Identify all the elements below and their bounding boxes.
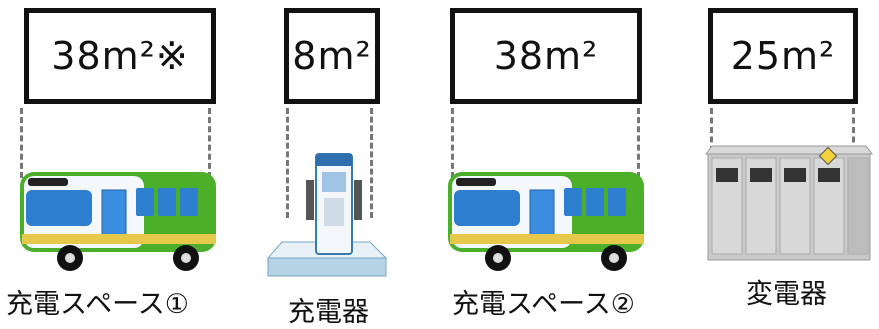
area-label: 38m²※ bbox=[51, 34, 189, 78]
area-box-charging-space-1: 38m²※ bbox=[24, 8, 216, 104]
area-label: 8m² bbox=[292, 34, 372, 78]
caption-charging-space-2: 充電スペース② bbox=[452, 289, 635, 320]
area-box-charging-space-2: 38m² bbox=[450, 8, 642, 104]
dashed-guide bbox=[20, 108, 23, 178]
area-box-charger: 8m² bbox=[284, 8, 380, 104]
dashed-guide bbox=[208, 108, 211, 178]
dashed-guide bbox=[637, 108, 640, 178]
dashed-guide bbox=[370, 108, 373, 218]
caption-charger: 充電器 bbox=[288, 297, 369, 328]
dashed-guide bbox=[852, 108, 855, 152]
substation-icon bbox=[705, 145, 873, 261]
area-box-substation: 25m² bbox=[708, 8, 858, 104]
bus-icon bbox=[20, 172, 216, 271]
dashed-guide bbox=[286, 108, 289, 218]
caption-charging-space-1: 充電スペース① bbox=[6, 289, 189, 320]
area-label: 38m² bbox=[493, 34, 599, 78]
dashed-guide bbox=[451, 108, 454, 178]
area-label: 25m² bbox=[730, 34, 836, 78]
dashed-guide bbox=[710, 108, 713, 152]
bus-icon bbox=[448, 172, 644, 271]
caption-substation: 変電器 bbox=[746, 279, 827, 310]
charger-icon bbox=[266, 153, 388, 277]
